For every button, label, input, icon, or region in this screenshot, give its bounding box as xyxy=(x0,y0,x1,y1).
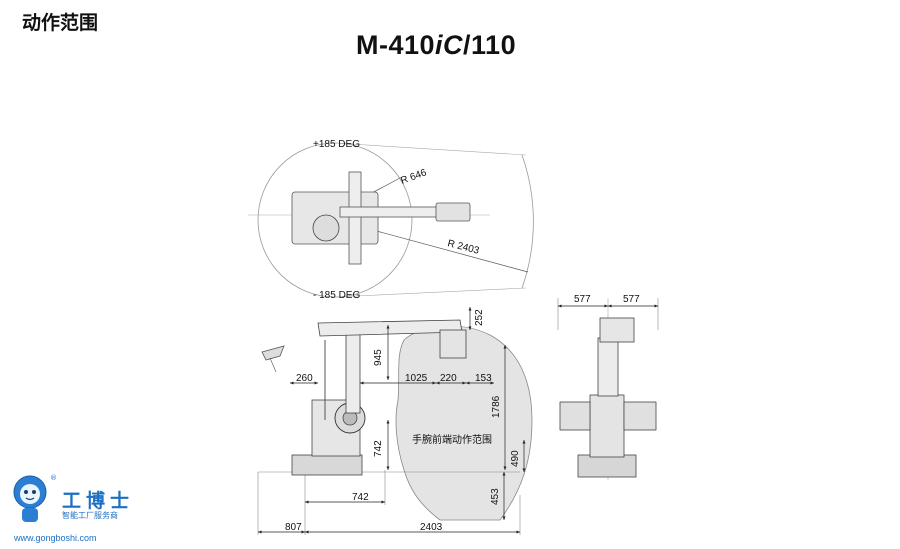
dim-577-left-label: 577 xyxy=(574,294,591,305)
dim-153-label: 153 xyxy=(475,373,492,384)
dim-742-h-label: 742 xyxy=(352,492,369,503)
front-top xyxy=(599,317,635,343)
gongboshi-logo: ® xyxy=(13,474,57,522)
plus-185-label: +185 DEG xyxy=(313,139,360,150)
model-title: M-410iC/110 xyxy=(356,30,516,61)
dim-220-label: 220 xyxy=(440,373,457,384)
front-view: 577 577 xyxy=(557,294,659,480)
logo-name: 工博士 xyxy=(62,490,135,512)
side-view: 252 945 742 1786 490 453 260 1025 220 15… xyxy=(257,307,533,535)
model-italic: iC xyxy=(435,30,464,60)
dim-453-label: 453 xyxy=(490,488,501,505)
logo-url[interactable]: www.gongboshi.com xyxy=(14,533,97,543)
robot-base-side xyxy=(291,454,363,476)
dim-945-label: 945 xyxy=(373,349,384,366)
top-column xyxy=(348,171,362,265)
top-view: +185 DEG - 185 DEG R 646 R 2403 xyxy=(248,139,534,301)
page-heading: 动作范围 xyxy=(22,12,99,34)
front-body xyxy=(589,394,625,458)
dim-807-label: 807 xyxy=(285,522,302,533)
logo-tagline: 智能工厂服务商 xyxy=(62,511,118,520)
dim-742-v-label: 742 xyxy=(373,440,384,457)
wrist-side xyxy=(439,329,467,359)
tool-symbol xyxy=(261,345,285,361)
front-base xyxy=(577,454,637,478)
motion-region-label: 手腕前端动作范围 xyxy=(412,433,492,446)
mascot-body-icon xyxy=(22,508,38,522)
ref-line-bottom xyxy=(334,287,527,298)
dim-1786-label: 1786 xyxy=(491,395,502,418)
wrist-motion-region xyxy=(395,325,533,521)
model-suffix: /110 xyxy=(463,30,517,60)
front-motor-right xyxy=(623,401,657,431)
dim-1025-label: 1025 xyxy=(405,373,428,384)
top-wrist xyxy=(435,202,471,222)
dim-2403-label: 2403 xyxy=(420,522,443,533)
front-column xyxy=(597,337,619,397)
minus-185-label: - 185 DEG xyxy=(313,290,360,301)
front-motor-left xyxy=(559,401,591,431)
mascot-face-icon xyxy=(20,484,40,504)
model-prefix: M-410 xyxy=(356,30,436,60)
tool-leader xyxy=(269,357,277,373)
dim-490-label: 490 xyxy=(510,450,521,467)
r646-label: R 646 xyxy=(399,167,428,187)
dim-577-right-label: 577 xyxy=(623,294,640,305)
reach-arc-far xyxy=(521,154,534,289)
r2403-label: R 2403 xyxy=(446,238,480,257)
base-joint-top xyxy=(312,214,340,242)
dim-260-label: 260 xyxy=(296,373,313,384)
lower-arm xyxy=(345,332,361,414)
dim-252-label: 252 xyxy=(474,309,485,326)
logo-mark: ® xyxy=(50,474,57,482)
ref-line-top xyxy=(334,142,527,156)
